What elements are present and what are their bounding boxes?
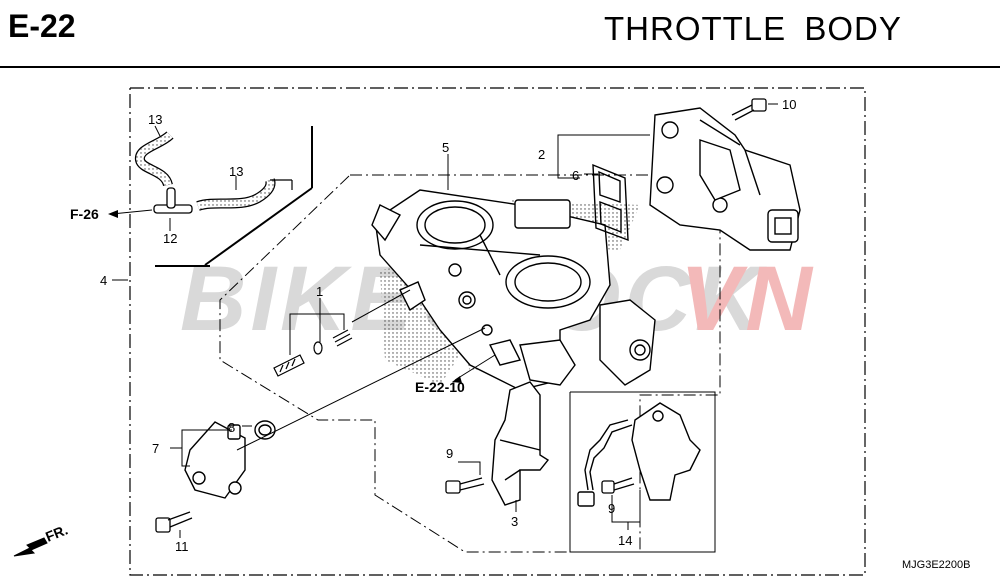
drawing-code: MJG3E2200B <box>902 559 970 571</box>
watermark-vn: VN <box>680 248 816 350</box>
callout-14: 14 <box>618 533 632 548</box>
tps-sensor-14 <box>577 402 701 507</box>
callout-11: 11 <box>175 539 189 554</box>
t-joint-12 <box>153 187 193 214</box>
callout-2: 2 <box>538 147 545 162</box>
callout-13-upper: 13 <box>148 112 162 127</box>
gasket-6 <box>592 163 629 242</box>
section-code: E-22 <box>8 8 76 44</box>
arrowheads <box>108 210 462 383</box>
callout-9-right: 9 <box>608 501 615 516</box>
callout-1: 1 <box>316 284 323 299</box>
iac-valve-2 <box>649 107 801 251</box>
bolt-9-left <box>445 477 485 494</box>
header-divider <box>0 66 1000 68</box>
sensor-box-border <box>569 391 716 553</box>
page-title: THROTTLE BODY <box>604 10 902 47</box>
front-direction-arrow-icon: FR. <box>13 521 70 557</box>
callouts: 13 13 12 4 5 2 6 10 1 8 7 11 9 3 9 14 <box>100 97 796 554</box>
callout-3: 3 <box>511 514 518 529</box>
bolt-9-right <box>601 477 635 494</box>
reference-f26: F-26 <box>70 206 99 222</box>
callout-8: 8 <box>228 420 235 435</box>
callout-5: 5 <box>442 140 449 155</box>
assembly-border <box>129 87 866 576</box>
orientation-label: FR. <box>43 521 70 544</box>
hose-13-upper <box>135 131 174 187</box>
callout-7: 7 <box>152 441 159 456</box>
bolt-11 <box>155 511 193 533</box>
hose-frame <box>155 126 313 267</box>
reference-e22-10: E-22-10 <box>415 379 465 395</box>
hose-13-lower <box>196 178 276 211</box>
callout-9-left: 9 <box>446 446 453 461</box>
watermark-bike: BIKE <box>180 248 416 350</box>
screw-set-1 <box>273 329 353 377</box>
callout-13-lower: 13 <box>229 164 243 179</box>
callout-12: 12 <box>163 231 177 246</box>
leader-lines <box>111 103 778 538</box>
callout-6: 6 <box>572 168 579 183</box>
throttle-body-5 <box>371 189 656 391</box>
map-sensor-7 <box>184 420 276 499</box>
bolt-10 <box>731 98 767 121</box>
callout-10: 10 <box>782 97 796 112</box>
bracket-3 <box>491 381 550 506</box>
callout-4: 4 <box>100 273 107 288</box>
